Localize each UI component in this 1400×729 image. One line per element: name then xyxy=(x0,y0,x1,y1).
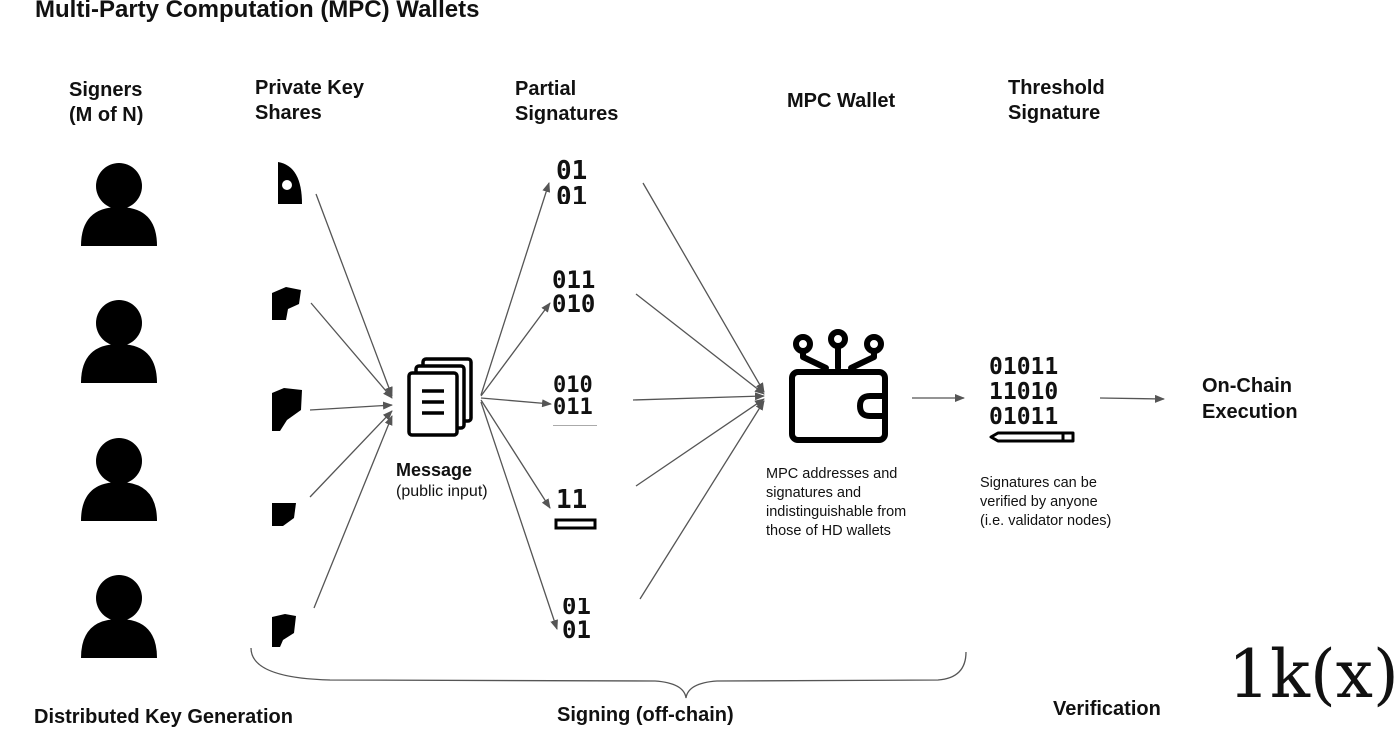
mpc-wallet-icon xyxy=(789,329,888,443)
message-to-partial-arrows xyxy=(480,182,558,630)
key-share-3-icon xyxy=(272,388,302,431)
partial-signature-2-line-2: 010 xyxy=(552,290,596,318)
signers-header: Signers (M of N) xyxy=(69,78,143,128)
distributed-key-generation-label: Distributed Key Generation xyxy=(34,706,293,728)
partial-to-wallet-arrows xyxy=(632,182,765,600)
share-to-message-arrows xyxy=(309,193,393,609)
key-shares-header-line-1: Private Key xyxy=(255,77,364,99)
partial-signature-3-line-1: 010 xyxy=(553,375,593,398)
wallet-note-line-4: those of HD wallets xyxy=(766,523,891,539)
message-sublabel: (public input) xyxy=(396,483,488,500)
verify-note: Signatures can be verified by anyone (i.… xyxy=(980,474,1111,531)
signer-2-person-icon xyxy=(81,300,157,383)
threshold-signature-header-line-1: Threshold xyxy=(1008,77,1105,99)
wallet-note: MPC addresses and signatures and indisti… xyxy=(766,465,906,541)
mpc-wallet-header: MPC Wallet xyxy=(787,90,896,112)
1kx-logo: 1k(x) xyxy=(1228,636,1399,713)
execution-line-1: On-Chain xyxy=(1202,375,1292,397)
signing-off-chain-label: Signing (off-chain) xyxy=(557,704,734,726)
partial-signatures-header: Partial Signatures xyxy=(515,77,618,127)
threshold-signature-header: Threshold Signature xyxy=(1008,76,1105,126)
partial-signature-2-line-1: 011 xyxy=(552,268,596,294)
on-chain-execution-label: On-Chain Execution xyxy=(1202,373,1298,425)
signing-brace xyxy=(250,647,967,699)
partial-signature-4: 11 xyxy=(556,487,596,531)
partial-signature-5-line-2: 01 xyxy=(562,616,591,644)
wallet-note-line-1: MPC addresses and xyxy=(766,466,898,482)
signers-header-line-1: Signers xyxy=(69,79,143,101)
wallet-note-line-3: indistinguishable from xyxy=(766,504,907,520)
key-share-2-icon xyxy=(272,287,301,320)
key-shares-header: Private Key Shares xyxy=(255,76,364,126)
signers-header-line-2: (M of N) xyxy=(69,104,144,126)
partial-signature-1: 01 01 xyxy=(556,158,596,204)
signature-pen-icon xyxy=(989,431,1075,443)
threshold-bits-line-2: 11010 xyxy=(989,379,1059,405)
wallet-note-line-2: signatures and xyxy=(766,485,862,501)
partial-signature-3-line-2: 011 xyxy=(553,395,593,420)
message-label-block: Message (public input) xyxy=(396,459,488,503)
verification-label: Verification xyxy=(1053,698,1161,720)
key-share-1-icon xyxy=(278,162,302,204)
partial-signature-2: 011 010 xyxy=(552,268,597,322)
threshold-bits-line-1: 01011 xyxy=(989,354,1059,380)
threshold-signature-header-line-2: Signature xyxy=(1008,102,1101,124)
message-document-stack-icon xyxy=(407,357,473,437)
partial-signature-5-line-1: 01 xyxy=(562,598,591,620)
key-shares-header-line-2: Shares xyxy=(255,102,322,124)
threshold-signature-bits: 01011 11010 01011 xyxy=(989,355,1058,430)
key-share-4-icon xyxy=(272,503,296,526)
message-label: Message xyxy=(396,460,473,480)
verify-note-line-2: verified by anyone xyxy=(980,494,1098,510)
key-share-5-icon xyxy=(272,614,296,647)
signer-1-person-icon xyxy=(81,163,157,246)
signature-to-execution-arrow xyxy=(1099,394,1165,403)
partial-signature-3: 010 011 xyxy=(553,375,597,426)
partial-signature-1-line-1: 01 xyxy=(556,158,588,186)
signer-4-person-icon xyxy=(81,575,157,658)
partial-signature-4-line-1: 11 xyxy=(556,487,588,515)
partial-signature-5: 01 01 xyxy=(562,598,596,646)
verify-note-line-1: Signatures can be xyxy=(980,475,1097,491)
page-title: Multi-Party Computation (MPC) Wallets xyxy=(35,0,480,23)
partial-signature-1-line-2: 01 xyxy=(556,182,588,204)
execution-line-2: Execution xyxy=(1202,401,1298,423)
threshold-bits-line-3: 01011 xyxy=(989,404,1059,430)
signer-3-person-icon xyxy=(81,438,157,521)
partial-signatures-header-line-1: Partial xyxy=(515,78,577,100)
partial-signatures-header-line-2: Signatures xyxy=(515,103,619,125)
verify-note-line-3: (i.e. validator nodes) xyxy=(980,513,1112,529)
partial-signature-4-pen-icon xyxy=(554,518,597,530)
